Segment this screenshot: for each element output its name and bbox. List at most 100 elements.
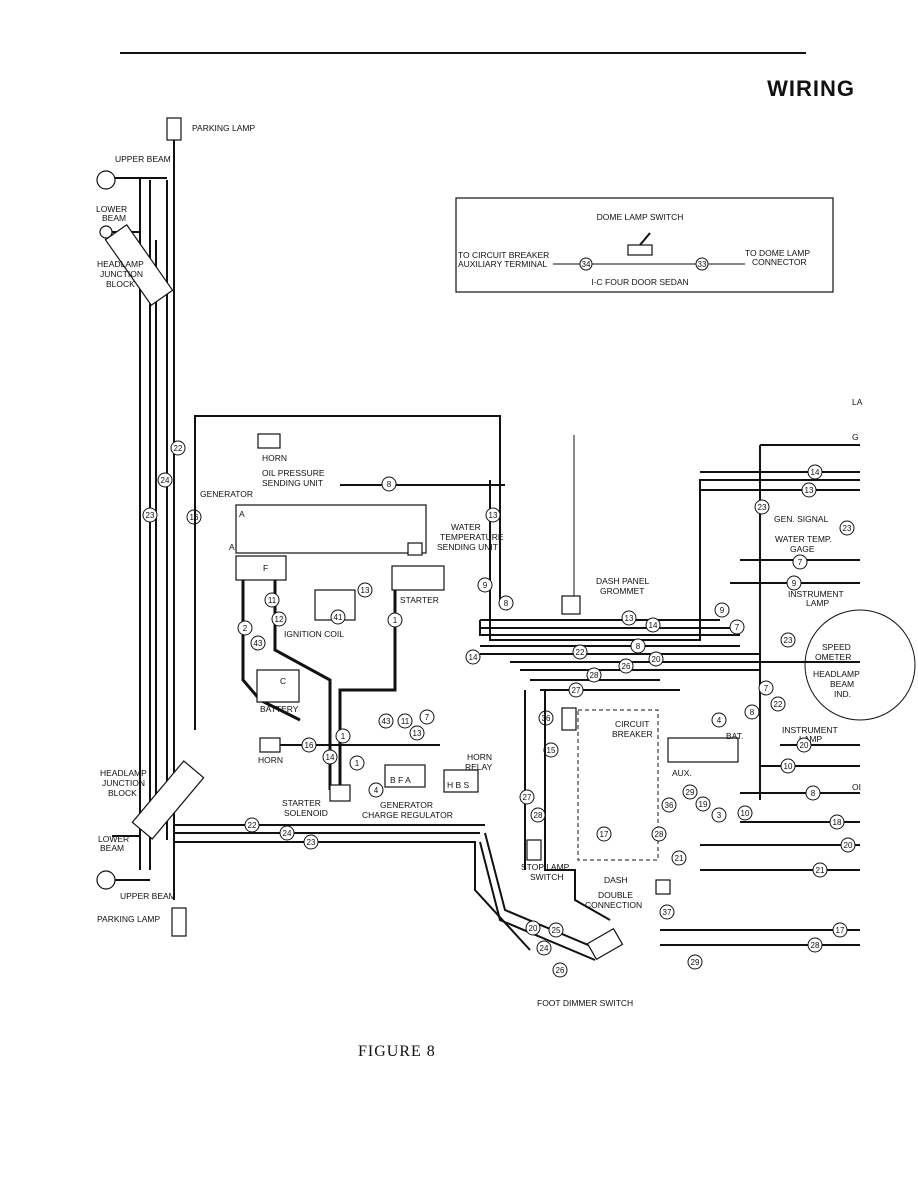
svg-text:BATTERY: BATTERY [260,704,299,714]
svg-text:9: 9 [792,579,797,588]
inset-wire-34 [579,257,593,271]
svg-text:23: 23 [758,503,767,512]
svg-text:UPPER BEAM: UPPER BEAM [115,154,171,164]
svg-text:2: 2 [243,624,248,633]
svg-text:7: 7 [735,623,740,632]
svg-text:RELAY: RELAY [465,762,493,772]
inset-right-text-1: TO DOME LAMP [745,248,810,258]
svg-text:43: 43 [382,717,391,726]
svg-text:BLOCK: BLOCK [108,788,137,798]
svg-text:WATER: WATER [451,522,481,532]
svg-text:16: 16 [305,741,314,750]
svg-text:BEAM: BEAM [102,213,126,223]
svg-text:13: 13 [805,486,814,495]
svg-text:36: 36 [665,801,674,810]
svg-text:IND.: IND. [834,689,851,699]
svg-text:22: 22 [576,648,585,657]
dash-panel-outline [577,709,659,861]
svg-text:1: 1 [393,616,398,625]
svg-text:9: 9 [720,606,725,615]
svg-text:14: 14 [811,468,820,477]
generator-icon [235,555,287,581]
svg-text:11: 11 [268,596,277,605]
svg-text:SPEED: SPEED [822,642,851,652]
svg-text:22: 22 [248,821,257,830]
svg-text:41: 41 [334,613,343,622]
inset-right-text-2: CONNECTOR [752,257,807,267]
svg-text:CONNECTION: CONNECTION [585,900,642,910]
svg-text:13: 13 [625,614,634,623]
svg-text:27: 27 [572,686,581,695]
svg-text:36: 36 [542,714,551,723]
headlamp-bottom-icon [96,870,116,890]
speedometer-dial-icon [804,609,916,721]
svg-text:7: 7 [425,713,430,722]
charge-regulator-icon [384,764,426,788]
svg-text:SOLENOID: SOLENOID [284,808,328,818]
svg-text:IGNITION COIL: IGNITION COIL [284,629,344,639]
svg-text:HEADLAMP: HEADLAMP [100,768,147,778]
svg-text:28: 28 [534,811,543,820]
svg-text:13: 13 [361,586,370,595]
svg-text:A: A [229,542,235,552]
inset-wire-33 [695,257,709,271]
svg-text:F: F [263,563,268,573]
svg-text:37: 37 [663,908,672,917]
svg-text:29: 29 [686,788,695,797]
svg-text:UPPER BEAM: UPPER BEAM [120,891,176,901]
svg-text:24: 24 [161,476,170,485]
svg-text:CIRCUIT: CIRCUIT [615,719,649,729]
svg-text:4: 4 [717,716,722,725]
svg-text:BREAKER: BREAKER [612,729,653,739]
svg-text:LA: LA [852,397,863,407]
svg-text:19: 19 [699,800,708,809]
svg-text:LOWER: LOWER [96,204,127,214]
svg-text:B F A: B F A [390,775,411,785]
svg-text:10: 10 [784,762,793,771]
svg-text:14: 14 [649,621,658,630]
svg-text:FOOT DIMMER SWITCH: FOOT DIMMER SWITCH [537,998,633,1008]
svg-text:WATER TEMP.: WATER TEMP. [775,534,832,544]
svg-text:20: 20 [800,741,809,750]
svg-text:10: 10 [741,809,750,818]
svg-text:28: 28 [590,671,599,680]
svg-text:INSTRUMENT: INSTRUMENT [782,725,838,735]
svg-text:DASH: DASH [604,875,628,885]
foot-dimmer: 20 24 26 25 FOOT DIMMER SWITCH [479,832,633,1008]
svg-text:27: 27 [523,793,532,802]
svg-text:12: 12 [275,615,284,624]
starter-icon [391,565,445,591]
svg-text:BEAM: BEAM [830,679,854,689]
svg-text:13: 13 [489,511,498,520]
engine-compartment: HORN OIL PRESSURE SENDING UNIT 8 GENERAT… [175,415,860,951]
svg-text:GROMMET: GROMMET [600,586,644,596]
svg-text:23: 23 [784,636,793,645]
svg-text:1: 1 [355,759,360,768]
svg-text:HEADLAMP: HEADLAMP [97,259,144,269]
svg-text:7: 7 [798,558,803,567]
svg-text:G: G [852,432,859,442]
svg-text:23: 23 [307,838,316,847]
svg-text:34: 34 [582,260,591,269]
svg-text:4: 4 [374,786,379,795]
svg-text:14: 14 [326,753,335,762]
svg-text:GEN. SIGNAL: GEN. SIGNAL [774,514,829,524]
svg-text:SWITCH: SWITCH [530,872,564,882]
svg-text:8: 8 [636,642,641,651]
svg-text:21: 21 [816,866,825,875]
svg-text:HORN: HORN [467,752,492,762]
svg-text:24: 24 [283,829,292,838]
instrument-harness: 14 13 23 GEN. SIGNAL 23 WATER TEMP. GAGE… [660,397,916,953]
headlamp-junction-block-top [104,223,174,307]
svg-text:PARKING LAMP: PARKING LAMP [97,914,160,924]
svg-text:9: 9 [483,581,488,590]
svg-text:LAMP: LAMP [806,598,829,608]
dash-grommet-icon [561,595,581,615]
svg-text:BEAM: BEAM [100,843,124,853]
svg-text:A: A [239,509,245,519]
headlamp-upper-icon [96,170,116,190]
svg-text:17: 17 [836,926,845,935]
inset-footer: I-C FOUR DOOR SEDAN [591,277,688,287]
parking-lamp-top: PARKING LAMP [166,117,255,141]
